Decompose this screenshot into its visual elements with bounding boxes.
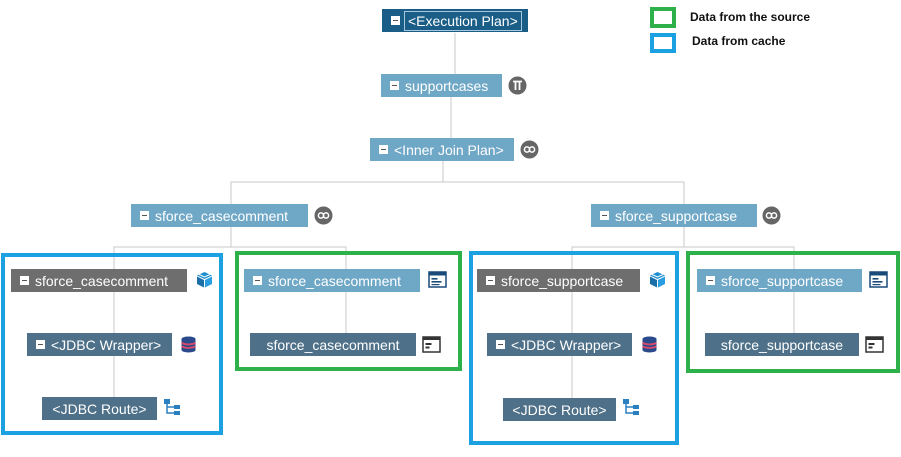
legend-cache-swatch bbox=[650, 33, 676, 53]
casecomment-jdbc-route-node[interactable]: <JDBC Route> bbox=[42, 397, 157, 420]
source-window-icon bbox=[428, 271, 447, 288]
node-label: sforce_supportcase bbox=[615, 207, 738, 224]
cache-icon bbox=[650, 272, 665, 288]
supportcase-source-node[interactable]: sforce_supportcase bbox=[697, 269, 862, 292]
casecomment-source-node[interactable]: sforce_casecomment bbox=[244, 269, 420, 292]
collapse-toggle[interactable] bbox=[496, 340, 505, 349]
node-label: <JDBC Route> bbox=[52, 400, 147, 417]
route-tree-icon bbox=[164, 399, 180, 415]
supportcase-source-child-node[interactable]: sforce_supportcase bbox=[705, 333, 859, 356]
supportcase-cache-node[interactable]: sforce_supportcase bbox=[477, 269, 640, 292]
node-label: supportcases bbox=[405, 77, 489, 94]
join-icon bbox=[520, 140, 539, 159]
collapse-toggle[interactable] bbox=[36, 340, 45, 349]
node-label: sforce_supportcase bbox=[720, 336, 844, 353]
node-label: sforce_casecomment bbox=[268, 272, 402, 289]
database-icon bbox=[642, 336, 657, 353]
casecomment-source-child-node[interactable]: sforce_casecomment bbox=[250, 333, 416, 356]
collapse-toggle[interactable] bbox=[253, 276, 262, 285]
route-tree-icon bbox=[623, 399, 639, 415]
collapse-toggle[interactable] bbox=[379, 145, 388, 154]
node-label: <Inner Join Plan> bbox=[394, 141, 504, 158]
projection-icon bbox=[508, 76, 527, 95]
node-label: <JDBC Route> bbox=[512, 401, 607, 418]
database-icon bbox=[181, 336, 196, 353]
join-icon bbox=[762, 206, 781, 225]
collapse-toggle[interactable] bbox=[390, 81, 399, 90]
source-group-casecomment bbox=[235, 251, 462, 371]
execution-plan-node[interactable]: <Execution Plan> bbox=[382, 9, 528, 32]
table-window-icon bbox=[422, 336, 441, 353]
node-label: sforce_supportcase bbox=[721, 272, 844, 289]
casecomment-plan-node[interactable]: sforce_casecomment bbox=[131, 204, 308, 227]
supportcase-plan-node[interactable]: sforce_supportcase bbox=[591, 204, 757, 227]
legend-source-label: Data from the source bbox=[690, 10, 811, 24]
casecomment-cache-node[interactable]: sforce_casecomment bbox=[11, 269, 187, 292]
collapse-toggle[interactable] bbox=[20, 276, 29, 285]
collapse-toggle[interactable] bbox=[600, 211, 609, 220]
source-window-icon bbox=[869, 271, 888, 288]
node-label: sforce_supportcase bbox=[501, 272, 624, 289]
node-label: sforce_casecomment bbox=[155, 207, 289, 224]
collapse-toggle[interactable] bbox=[486, 276, 495, 285]
cache-icon bbox=[197, 272, 212, 288]
source-group-supportcase bbox=[686, 251, 900, 373]
supportcases-node[interactable]: supportcases bbox=[381, 74, 502, 97]
legend-source-swatch bbox=[650, 7, 676, 28]
node-label: sforce_casecomment bbox=[35, 272, 169, 289]
collapse-toggle[interactable] bbox=[140, 211, 149, 220]
node-label: <JDBC Wrapper> bbox=[51, 336, 162, 353]
casecomment-jdbc-wrapper-node[interactable]: <JDBC Wrapper> bbox=[27, 333, 172, 356]
node-label: <JDBC Wrapper> bbox=[511, 336, 622, 353]
cache-group-casecomment bbox=[1, 253, 223, 435]
collapse-toggle[interactable] bbox=[706, 276, 715, 285]
table-window-icon bbox=[865, 336, 884, 353]
cache-group-supportcase bbox=[469, 251, 679, 445]
inner-join-plan-node[interactable]: <Inner Join Plan> bbox=[370, 138, 514, 161]
legend-cache-label: Data from cache bbox=[692, 34, 786, 48]
node-label: <Execution Plan> bbox=[404, 10, 522, 31]
supportcase-jdbc-wrapper-node[interactable]: <JDBC Wrapper> bbox=[487, 333, 632, 356]
supportcase-jdbc-route-node[interactable]: <JDBC Route> bbox=[503, 398, 616, 421]
join-icon bbox=[314, 206, 333, 225]
collapse-toggle[interactable] bbox=[391, 16, 400, 25]
node-label: sforce_casecomment bbox=[266, 336, 400, 353]
